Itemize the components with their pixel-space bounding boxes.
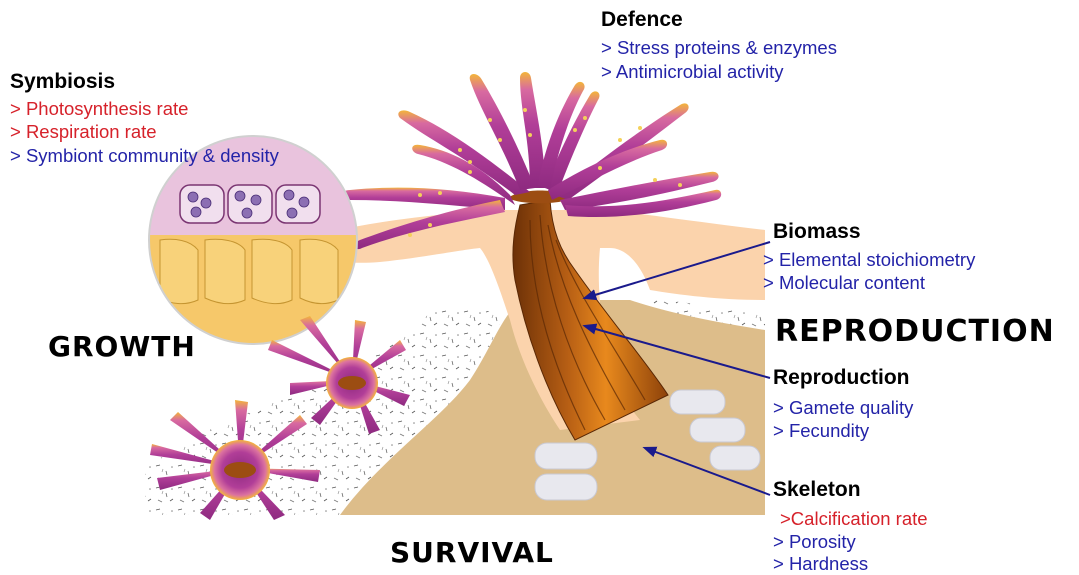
defence-item: > Antimicrobial activity [601,60,784,83]
biomass-item: > Elemental stoichiometry [763,248,975,271]
survival-label: SURVIVAL [390,536,554,569]
symbiosis-item: > Photosynthesis rate [10,97,188,120]
symbiosis-item: > Respiration rate [10,120,157,143]
skeleton-title: Skeleton [773,478,861,502]
skeleton-item: > Hardness [773,552,868,575]
growth-label: GROWTH [48,330,196,363]
skeleton-item: > Porosity [773,530,856,553]
reproduction-item: > Fecundity [773,419,869,442]
defence-item: > Stress proteins & enzymes [601,36,837,59]
symbiosis-title: Symbiosis [10,70,115,94]
defence-title: Defence [601,8,683,32]
reproduction-title: Reproduction [773,366,910,390]
biomass-title: Biomass [773,220,861,244]
skeleton-item: >Calcification rate [780,507,928,530]
reproduction-item: > Gamete quality [773,396,913,419]
biomass-item: > Molecular content [763,271,925,294]
reproduction-outcome-label: REPRODUCTION [775,314,1055,349]
symbiosis-item: > Symbiont community & density [10,144,279,167]
